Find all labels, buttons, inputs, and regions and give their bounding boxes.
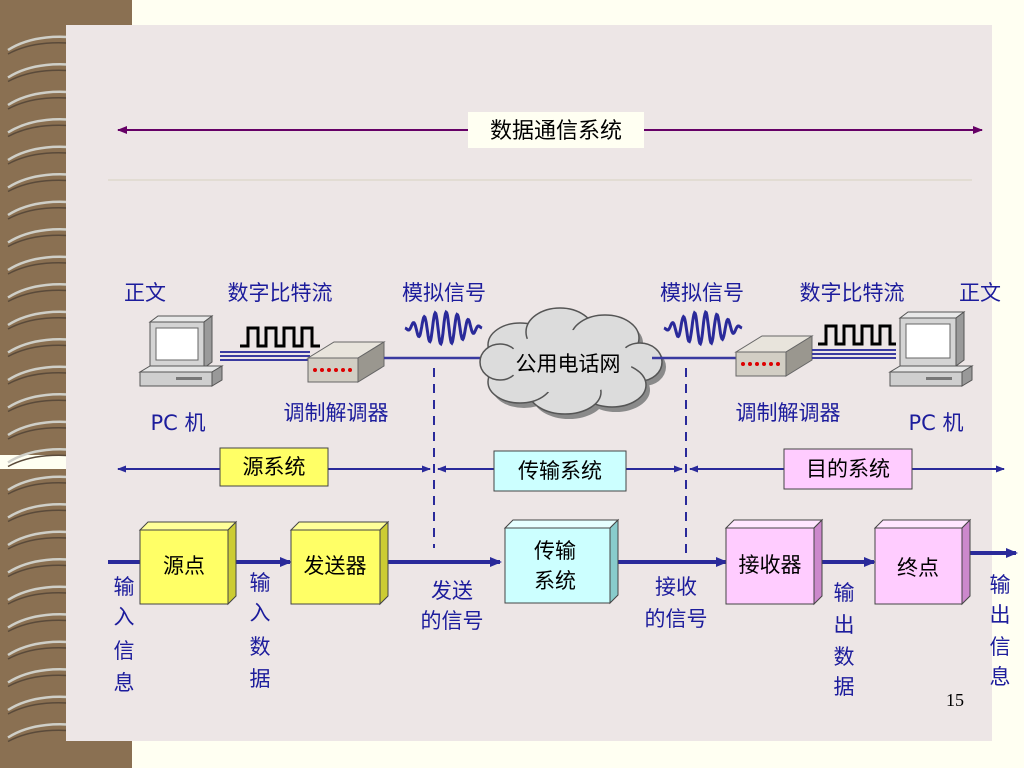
sent-signal-line: 的信号 xyxy=(421,609,484,633)
sent-signal-line: 发送 xyxy=(431,579,473,603)
input-data-char: 输 xyxy=(250,571,271,595)
transmission-system-box xyxy=(493,450,627,492)
received-signal-label: 接收 的信号 xyxy=(645,575,708,631)
receiver-label: 接收器 xyxy=(739,553,802,577)
received-signal-line: 接收 xyxy=(655,575,697,599)
input-info-char: 信 xyxy=(114,639,135,663)
destination-system-label: 目的系统 xyxy=(806,457,890,481)
right-analog-waveform xyxy=(663,309,743,347)
input-info-char: 输 xyxy=(114,575,135,599)
destination-point-label: 终点 xyxy=(897,556,939,580)
output-data-char: 据 xyxy=(834,675,855,699)
output-info-char: 输 xyxy=(990,573,1011,597)
page-number: 15 xyxy=(946,690,964,710)
output-data-label: 输 出 数 据 xyxy=(834,581,855,699)
output-data-char: 输 xyxy=(834,581,855,605)
output-data-char: 出 xyxy=(834,613,855,637)
left-text-label: 正文 xyxy=(124,281,166,305)
input-data-char: 数 xyxy=(250,635,271,659)
left-digital-waveform xyxy=(240,326,320,348)
transmission-box-line1: 传输 xyxy=(534,539,576,563)
left-modem-label: 调制解调器 xyxy=(284,401,389,425)
left-bitstream-label: 数字比特流 xyxy=(228,281,333,305)
right-digital-waveform xyxy=(818,324,896,346)
transmitter-box xyxy=(289,520,390,606)
source-point-box xyxy=(138,520,238,606)
left-analog-label: 模拟信号 xyxy=(402,281,486,305)
flow-arrows xyxy=(108,548,1018,567)
output-info-char: 出 xyxy=(990,603,1011,627)
left-pc-label: PC 机 xyxy=(150,411,205,435)
input-data-char: 据 xyxy=(250,667,271,691)
right-modem-label: 调制解调器 xyxy=(736,401,841,425)
right-analog-label: 模拟信号 xyxy=(660,281,744,305)
source-system-label: 源系统 xyxy=(243,455,306,479)
right-cable xyxy=(812,349,896,359)
output-info-label: 输 出 信 息 xyxy=(990,573,1011,689)
output-data-char: 数 xyxy=(834,645,855,669)
right-modem-icon xyxy=(734,335,814,377)
receiver-box xyxy=(724,518,824,606)
input-data-label: 输 入 数 据 xyxy=(250,571,271,691)
right-pc-icon xyxy=(888,311,974,387)
public-phone-network-cloud xyxy=(479,307,666,419)
output-info-char: 息 xyxy=(990,665,1011,689)
cloud-label: 公用电话网 xyxy=(516,352,621,376)
destination-system-box xyxy=(783,448,913,490)
right-text-label: 正文 xyxy=(959,281,1001,305)
left-modem-icon xyxy=(306,341,386,383)
transmitter-label: 发送器 xyxy=(304,554,367,578)
output-info-char: 信 xyxy=(990,635,1011,659)
sent-signal-label: 发送 的信号 xyxy=(421,579,484,633)
left-analog-waveform xyxy=(404,309,483,347)
input-info-char: 息 xyxy=(114,671,135,695)
right-bitstream-label: 数字比特流 xyxy=(800,281,905,305)
left-pc-icon xyxy=(138,315,224,387)
transmission-system-label: 传输系统 xyxy=(518,459,602,483)
destination-point-box xyxy=(873,518,972,606)
transmission-box-line2: 系统 xyxy=(534,569,576,593)
input-data-char: 入 xyxy=(250,601,271,625)
source-point-label: 源点 xyxy=(163,554,205,578)
transmission-box xyxy=(503,518,620,605)
received-signal-line: 的信号 xyxy=(645,607,708,631)
left-cable xyxy=(220,351,310,361)
source-system-box xyxy=(219,447,329,487)
input-info-label: 输 入 信 息 xyxy=(114,575,135,695)
right-pc-label: PC 机 xyxy=(908,411,963,435)
system-title-box xyxy=(468,112,644,148)
input-info-char: 入 xyxy=(114,605,135,629)
system-title: 数据通信系统 xyxy=(490,119,622,144)
